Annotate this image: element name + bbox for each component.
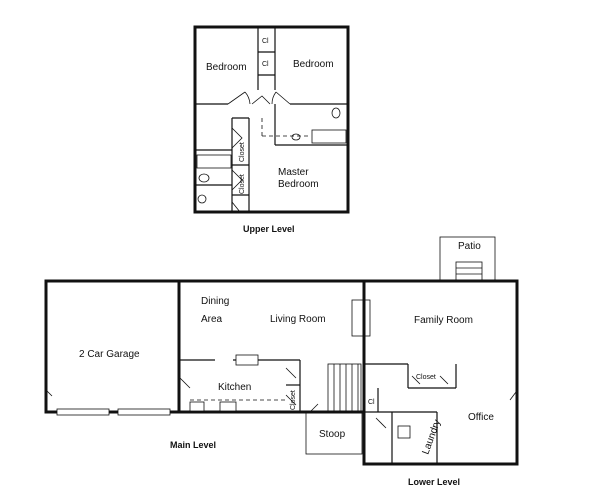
door-swing [227,91,251,105]
garage-outer-wall [44,279,181,414]
room-label-dining-2: Area [201,314,223,325]
room-label-office: Office [468,412,494,423]
door-swing [509,391,517,401]
cooktop-icon [189,401,205,412]
lower-outer-wall [362,279,519,466]
door-swing [179,377,191,389]
level-title-upper: Upper Level [243,224,295,234]
closet-label-top: Cl [262,38,269,45]
room-label-patio: Patio [458,241,481,252]
room-label-dining-1: Dining [201,296,229,307]
door-swing [375,417,387,429]
room-label-laundry: Laundry [420,418,443,456]
room-label-family: Family Room [414,315,473,326]
closet-door [411,375,449,385]
level-title-lower: Lower Level [408,477,460,487]
lower-level-plan: Family Room Closet Cl Office Laundry Pat… [362,236,519,466]
fireplace-icon [351,299,371,337]
room-label-master-2: Bedroom [278,179,319,190]
door-swing [45,389,53,397]
bathtub-icon [311,129,347,144]
room-label-bedroom-right: Bedroom [293,59,334,70]
closet-label-mid: Cl [262,61,269,68]
bathtub-icon [196,154,232,169]
stoop-outline [305,411,363,455]
garage-door [56,408,110,416]
room-label-kitchen: Kitchen [218,382,251,393]
door-swing [309,403,319,413]
level-title-main: Main Level [170,440,216,450]
upper-level-plan: Bedroom Bedroom Cl Cl Closet Closet Mast… [193,25,350,214]
utility-icon [397,425,411,439]
closet-label-kitchen: Closet [290,390,297,410]
stairs-icon [327,363,362,413]
main-level-plan: 2 Car Garage Dining Area Living Room Kit… [44,279,371,455]
toilet-icon [198,173,210,183]
closet-label-lower: Closet [416,374,436,381]
door-swing [231,201,241,213]
toilet-icon [331,107,341,119]
closet-label-bath: Closet [239,174,246,194]
room-label-living: Living Room [270,314,326,325]
closet-label-cl: Cl [368,399,375,406]
room-label-stoop: Stoop [319,429,346,440]
closet-door [285,367,297,406]
room-label-master-1: Master [278,167,309,178]
room-label-bedroom-left: Bedroom [206,62,247,73]
closet-door [231,169,243,191]
sink-icon [219,401,237,412]
room-label-garage: 2 Car Garage [79,349,140,360]
closet-label-hall: Closet [239,142,246,162]
sink-icon [197,194,207,204]
range-icon [235,354,259,366]
garage-door [117,408,171,416]
door-swing [251,95,271,105]
sink-icon [291,133,301,141]
closet-door [231,127,243,149]
door-swing [271,91,291,105]
upper-outer-wall [193,25,350,214]
patio-steps [455,261,483,282]
